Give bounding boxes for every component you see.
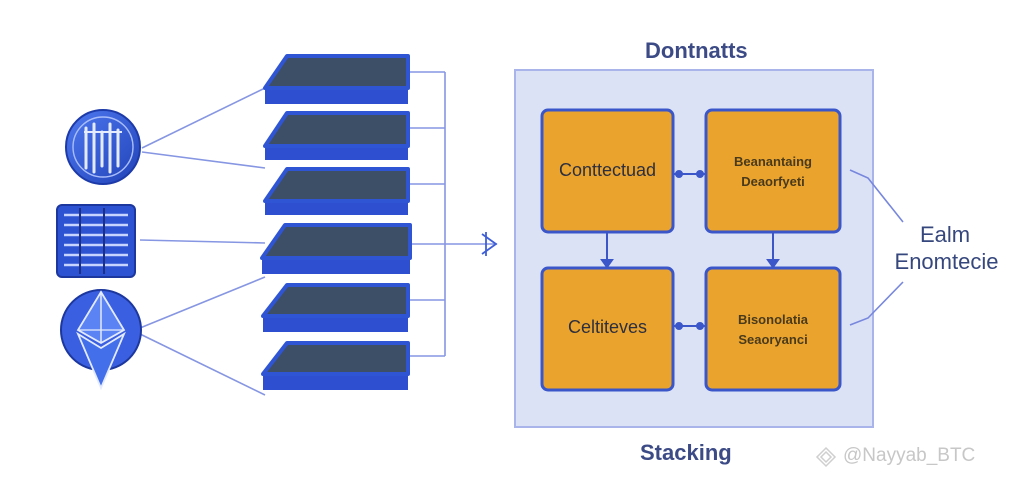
layer-4 (260, 223, 412, 274)
box-bottom-left-label: Celtiteves (567, 317, 648, 337)
flow-arrow (481, 232, 498, 256)
icon-connector-lines (139, 87, 266, 396)
watermark-text: @Nayyab_BTC (843, 445, 976, 466)
layer-3 (263, 167, 410, 215)
diagram-subtitle: Stacking (640, 440, 732, 465)
box-top-right-line-1: Beanantaing (733, 154, 812, 169)
box-bottom-left (540, 266, 675, 392)
box-top-right-line-2: Deaorfyeti (741, 174, 805, 189)
box-top-right (704, 108, 842, 234)
layer-bracket-lines (408, 71, 497, 357)
box-top-left (540, 108, 675, 234)
box-bottom-right-line-2: Seaoryanci (738, 332, 808, 347)
crypto-coin-icon (65, 109, 141, 185)
layer-1 (263, 54, 410, 104)
box-bottom-right (704, 266, 842, 392)
box-connectors (600, 170, 780, 330)
box-top-left-label: Conttectuad (558, 160, 657, 180)
layer-stack (260, 54, 412, 390)
layer-2 (263, 111, 410, 160)
layer-5 (261, 283, 410, 332)
right-brace-lines (849, 169, 904, 326)
right-label-line-1: Ealm (919, 222, 971, 247)
layer-6 (261, 341, 410, 390)
watermark-logo-icon (815, 446, 837, 468)
box-bottom-right-line-1: Bisonolatia (737, 312, 809, 327)
stacked-bars-icon (56, 204, 136, 278)
diagram-title: Dontnatts (645, 38, 748, 63)
ethereum-icon (60, 289, 142, 391)
right-label-line-2: Enomtecie (894, 249, 999, 274)
